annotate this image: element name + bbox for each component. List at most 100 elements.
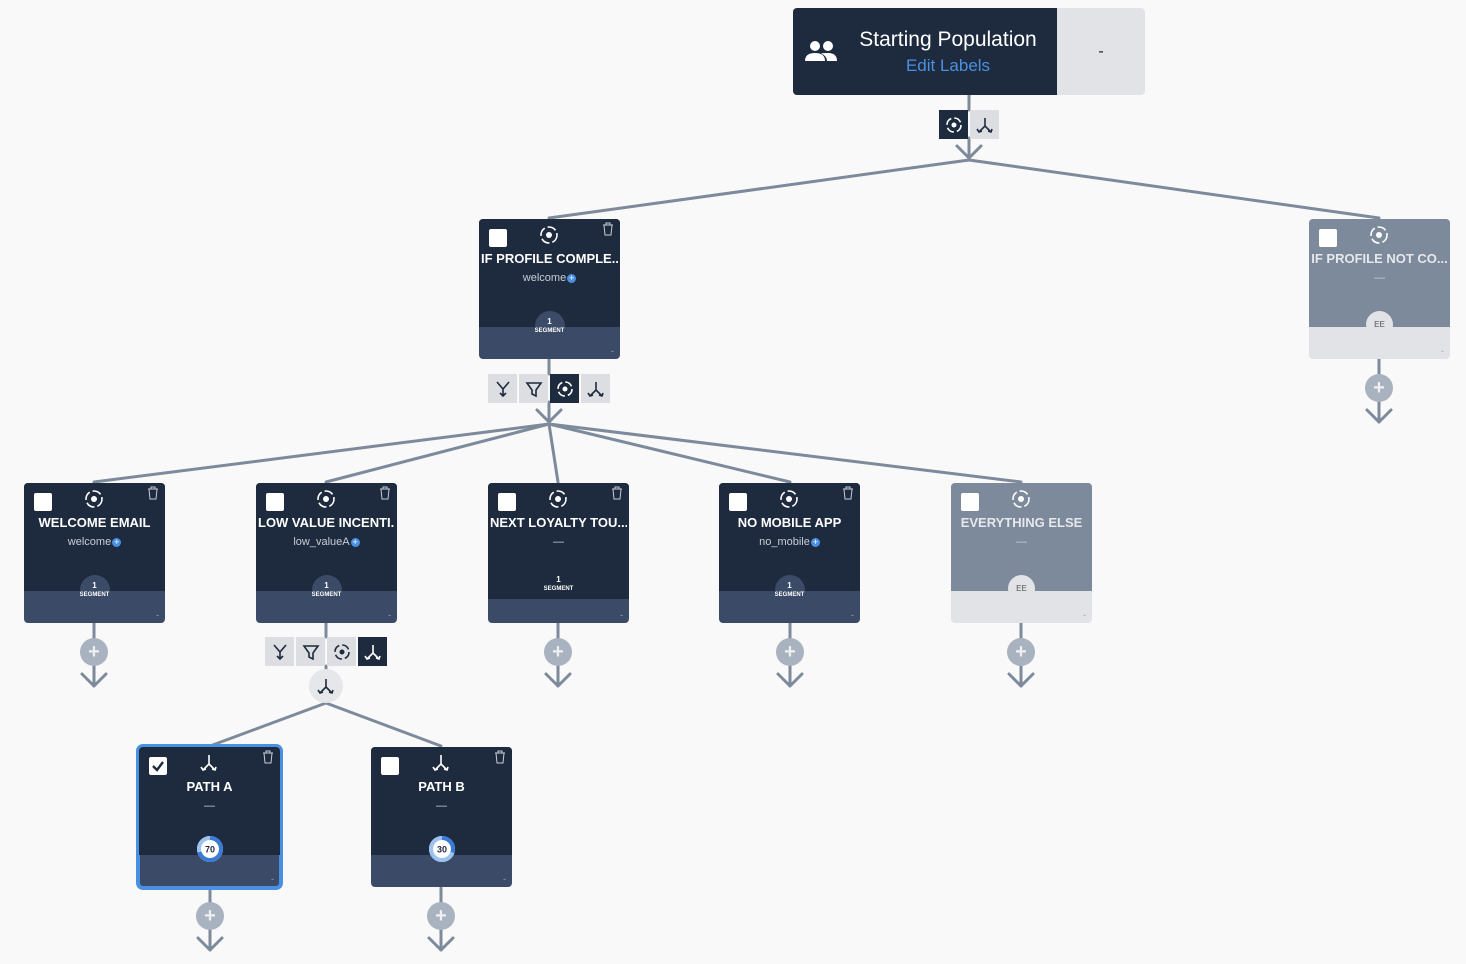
node-path-a[interactable]: PATH A — 70 - (136, 744, 283, 890)
checkbox-icon[interactable] (34, 493, 52, 511)
trash-icon[interactable] (379, 486, 391, 500)
node-menu[interactable]: - (611, 346, 614, 356)
node-menu[interactable]: - (388, 610, 391, 620)
target-icon (549, 490, 567, 508)
node-title: IF PROFILE COMPLE... (481, 251, 618, 266)
add-icon: + (204, 904, 216, 927)
add-step-button[interactable]: + (427, 902, 455, 930)
node-if-profile-complete[interactable]: IF PROFILE COMPLE... welcome+ 1 SEGMENT … (479, 219, 620, 359)
merge-icon (272, 643, 287, 660)
checkbox-icon[interactable] (489, 229, 507, 247)
starting-population-main[interactable]: Starting Population Edit Labels (793, 8, 1057, 95)
target-icon (333, 643, 350, 660)
add-step-button[interactable]: + (80, 638, 108, 666)
node-title: NEXT LOYALTY TOU... (490, 515, 627, 530)
target-tool-button[interactable] (327, 637, 356, 666)
segment-count: 1 SEGMENT (256, 575, 397, 605)
checkbox-icon[interactable] (381, 757, 399, 775)
node-path-b[interactable]: PATH B — 30 - (371, 747, 512, 887)
trash-icon[interactable] (611, 486, 623, 500)
add-step-button[interactable]: + (1365, 374, 1393, 402)
merge-tool-button[interactable] (265, 637, 294, 666)
edit-labels-link[interactable]: Edit Labels (905, 55, 991, 75)
merge-tool-button[interactable] (488, 374, 517, 403)
node-if-profile-not-complete[interactable]: IF PROFILE NOT CO... — EE - (1309, 219, 1450, 359)
node-welcome-email[interactable]: WELCOME EMAIL welcome+ 1 SEGMENT - (24, 483, 165, 623)
percentage-value: 70 (205, 845, 215, 855)
target-icon (1012, 490, 1030, 508)
node-menu[interactable]: - (271, 874, 274, 884)
trash-icon[interactable] (262, 750, 274, 764)
target-tool-button[interactable] (939, 110, 968, 139)
add-label-icon[interactable]: + (567, 272, 577, 283)
everything-else-badge: EE (1366, 311, 1393, 338)
node-label: welcome+ (479, 272, 620, 284)
split-icon (317, 679, 334, 695)
filter-tool-button[interactable] (519, 374, 548, 403)
segment-bump (775, 575, 805, 605)
trash-icon[interactable] (494, 750, 506, 764)
split-icon (200, 755, 217, 772)
node-label: — (1374, 272, 1385, 284)
everything-else-badge: EE (1008, 575, 1035, 602)
starting-population-node[interactable]: Starting Population Edit Labels - (793, 8, 1145, 95)
percentage-ring-graphic: 30 (429, 836, 455, 862)
node-title: PATH A (186, 779, 233, 794)
node-title: EVERYTHING ELSE (960, 515, 1083, 530)
node-menu[interactable]: - (851, 610, 854, 620)
node-menu[interactable]: - (503, 874, 506, 884)
target-tool-button[interactable] (550, 374, 579, 403)
node-title: IF PROFILE NOT CO... (1311, 251, 1448, 266)
checkbox-icon[interactable] (498, 493, 516, 511)
label-text: low_valueA (293, 536, 350, 548)
split-tool-button[interactable] (970, 110, 999, 139)
segment-number: 1 (787, 581, 792, 590)
split-icon (363, 644, 381, 660)
checkbox-icon[interactable] (1319, 229, 1337, 247)
node-title: LOW VALUE INCENTI... (258, 515, 395, 530)
node-no-mobile-app[interactable]: NO MOBILE APP no_mobile+ 1 SEGMENT - (719, 483, 860, 623)
segment-bump (80, 575, 110, 605)
add-label-icon[interactable]: + (810, 536, 820, 547)
split-icon (432, 755, 449, 772)
segment-label: SEGMENT (311, 592, 342, 598)
split-branch-button[interactable] (309, 669, 343, 703)
split-tool-button[interactable] (358, 637, 387, 666)
merge-icon (495, 380, 510, 397)
add-step-button[interactable]: + (776, 638, 804, 666)
segment-count: 1 SEGMENT (24, 575, 165, 605)
node-label: no_mobile+ (719, 536, 860, 548)
node-menu[interactable]: - (156, 610, 159, 620)
add-label-icon[interactable]: + (112, 536, 122, 547)
node-menu[interactable]: - (620, 610, 623, 620)
target-icon (540, 226, 558, 244)
node-label: — (1016, 536, 1027, 548)
node-everything-else[interactable]: EVERYTHING ELSE — EE - (951, 483, 1092, 623)
trash-icon[interactable] (842, 486, 854, 500)
add-label-icon[interactable]: + (350, 536, 360, 547)
checkbox-checked-icon[interactable] (149, 757, 167, 775)
segment-label: SEGMENT (534, 328, 565, 334)
add-step-button[interactable]: + (1007, 638, 1035, 666)
percentage-ring: 70 (194, 833, 226, 865)
node-low-value-incentive[interactable]: LOW VALUE INCENTI... low_valueA+ 1 SEGME… (256, 483, 397, 623)
checkbox-icon[interactable] (266, 493, 284, 511)
segment-number: 1 (92, 581, 97, 590)
node-menu[interactable]: - (1083, 610, 1086, 620)
segment-number: 1 (547, 317, 552, 326)
add-step-button[interactable]: + (196, 902, 224, 930)
trash-icon[interactable] (147, 486, 159, 500)
split-icon (975, 117, 993, 133)
profile-complete-toolbar (488, 374, 610, 403)
checkbox-icon[interactable] (961, 493, 979, 511)
node-menu[interactable]: - (1441, 346, 1444, 356)
target-icon (945, 116, 962, 133)
filter-tool-button[interactable] (296, 637, 325, 666)
split-tool-button[interactable] (581, 374, 610, 403)
add-icon: + (435, 904, 447, 927)
checkbox-icon[interactable] (729, 493, 747, 511)
node-next-loyalty-touch[interactable]: NEXT LOYALTY TOU... — 1 SEGMENT - (488, 483, 629, 623)
people-icon (805, 40, 837, 61)
add-step-button[interactable]: + (544, 638, 572, 666)
trash-icon[interactable] (602, 222, 614, 236)
